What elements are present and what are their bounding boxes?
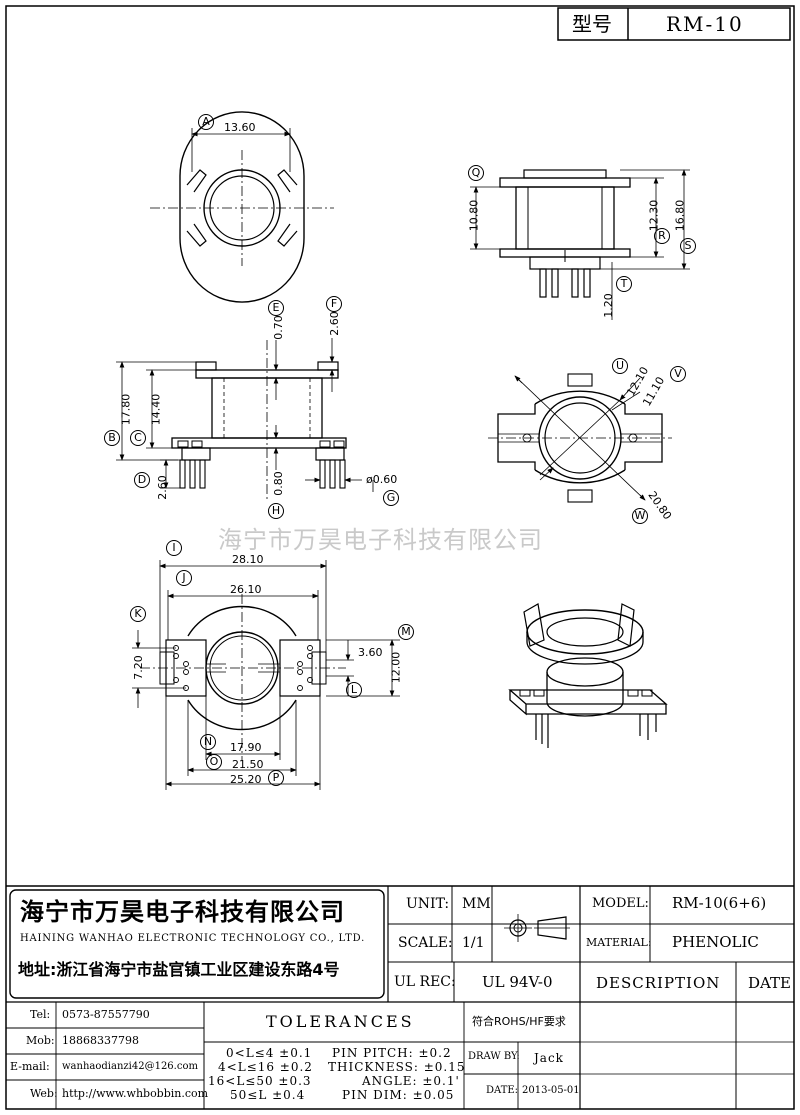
model-title-box <box>557 7 791 41</box>
material-label: MATERIAL: <box>586 936 652 949</box>
marker-label: T <box>616 276 632 292</box>
dim-label: 12.00 <box>389 651 403 684</box>
contact-label: E-mail: <box>10 1060 50 1073</box>
dim-label: 26.10 <box>230 583 262 596</box>
projection-symbol-icon <box>504 914 570 942</box>
tolerance-other: ANGLE: ±0.1' <box>362 1074 460 1088</box>
marker-label: U <box>612 358 628 374</box>
marker-label: S <box>680 238 696 254</box>
top-view <box>150 111 334 303</box>
tolerance-other: THICKNESS: ±0.15 <box>328 1060 466 1074</box>
unit-label: UNIT: <box>406 896 450 912</box>
scale-label: SCALE: <box>398 935 453 951</box>
model-label: MODEL: <box>592 896 649 911</box>
model-value: RM-10 <box>666 12 744 36</box>
dim-label: 17.90 <box>230 741 262 754</box>
bottom-view <box>132 560 400 790</box>
unit-value: MM <box>462 896 491 912</box>
description-header: DESCRIPTION <box>596 974 721 992</box>
tolerances-title: TOLERANCES <box>266 1012 415 1031</box>
sheet-border <box>5 5 795 1110</box>
contact-value: http://www.whbobbin.com <box>62 1087 209 1100</box>
marker-label: G <box>383 490 399 506</box>
tolerance-length: 0<L≤4 ±0.1 <box>226 1046 313 1060</box>
marker-label: L <box>346 682 362 698</box>
tolerance-other: PIN PITCH: ±0.2 <box>332 1046 452 1060</box>
tolerance-other: PIN DIM: ±0.05 <box>342 1088 455 1102</box>
dim-label: 0.80 <box>271 471 285 496</box>
marker-label: V <box>670 366 686 382</box>
marker-label: H <box>268 503 284 519</box>
contact-value: 0573-87557790 <box>62 1008 150 1021</box>
dim-label: 13.60 <box>224 121 256 134</box>
title-label: 型号 <box>572 12 612 36</box>
rohs-note: 符合ROHS/HF要求 <box>472 1015 566 1028</box>
marker-label: K <box>130 606 146 622</box>
contact-label: Web: <box>30 1087 58 1100</box>
scale-value: 1/1 <box>462 935 485 951</box>
model-spec-value: RM-10(6+6) <box>672 894 767 912</box>
dim-label: 25.20 <box>230 773 262 786</box>
marker-label: F <box>326 296 342 312</box>
dim-label: 3.60 <box>358 646 383 659</box>
tolerance-length: 4<L≤16 ±0.2 <box>218 1060 313 1074</box>
tolerance-length: 16<L≤50 ±0.3 <box>208 1074 312 1088</box>
dim-label: 17.80 <box>119 393 133 426</box>
tolerance-length: 50≤L ±0.4 <box>230 1088 306 1102</box>
date-label: DATE: <box>486 1085 519 1096</box>
marker-label: D <box>134 472 150 488</box>
ulrec-label: UL REC: <box>394 974 456 990</box>
watermark-text: 海宁市万昊电子科技有限公司 <box>218 526 543 554</box>
marker-label: R <box>654 228 670 244</box>
marker-label: A <box>198 114 214 130</box>
company-name-en: HAINING WANHAO ELECTRONIC TECHNOLOGY CO.… <box>20 933 366 944</box>
date-value: 2013-05-01 <box>522 1085 580 1096</box>
marker-label: M <box>398 624 414 640</box>
dim-label: 21.50 <box>232 758 264 771</box>
contact-value: 18868337798 <box>62 1034 139 1047</box>
side-view <box>470 169 690 320</box>
ulrec-value: UL 94V-0 <box>482 973 553 991</box>
marker-label: O <box>206 754 222 770</box>
isometric-view <box>508 603 668 748</box>
company-address: 地址:浙江省海宁市盐官镇工业区建设东路4号 <box>18 960 340 979</box>
title-block-grid <box>6 885 794 1109</box>
material-value: PHENOLIC <box>672 933 759 951</box>
dim-label: 0.70 <box>271 315 285 340</box>
dim-label: 16.80 <box>673 199 687 232</box>
draw-by-label: DRAW BY: <box>468 1051 520 1062</box>
dim-label: 7.20 <box>131 655 145 680</box>
marker-label: N <box>200 734 216 750</box>
marker-label: J <box>176 570 192 586</box>
marker-label: E <box>268 300 284 316</box>
dim-label: ø0.60 <box>366 473 398 486</box>
marker-label: B <box>104 430 120 446</box>
dim-label: 28.10 <box>232 553 264 566</box>
company-name-cn: 海宁市万昊电子科技有限公司 <box>20 898 345 926</box>
marker-label: I <box>166 540 182 556</box>
dim-label: 14.40 <box>149 393 163 426</box>
draw-by-value: Jack <box>534 1051 564 1065</box>
front-view <box>116 338 374 500</box>
dim-label: 1.20 <box>601 293 615 318</box>
date-header: DATE <box>748 974 791 992</box>
contact-value: wanhaodianzi42@126.com <box>62 1061 198 1072</box>
contact-label: Tel: <box>30 1008 51 1021</box>
dim-label: 2.60 <box>327 311 341 336</box>
marker-label: C <box>130 430 146 446</box>
dim-label: 10.80 <box>467 199 481 232</box>
contact-label: Mob: <box>26 1034 55 1047</box>
marker-label: Q <box>468 165 484 181</box>
marker-label: W <box>632 508 648 524</box>
round-view <box>488 373 672 503</box>
dim-label: 12.30 <box>647 199 661 232</box>
marker-label: P <box>268 770 284 786</box>
dim-label: 2.60 <box>155 475 169 500</box>
